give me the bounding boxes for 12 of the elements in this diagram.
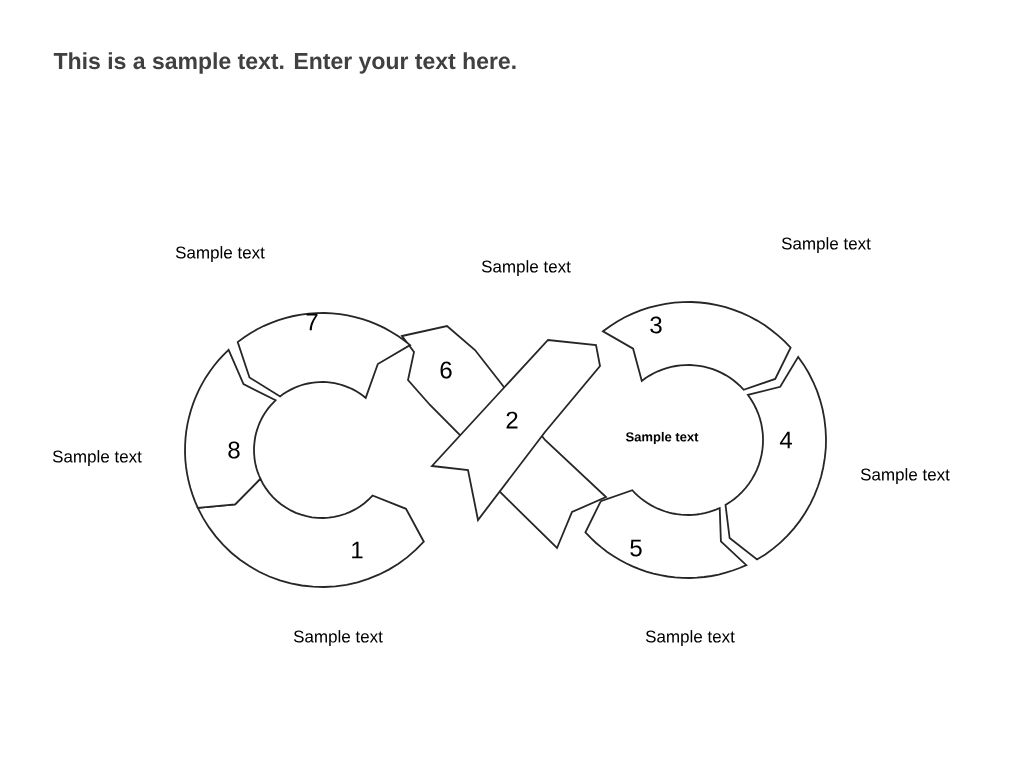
segment-label: Sample text bbox=[52, 450, 142, 466]
segment-label: Sample text bbox=[645, 630, 735, 646]
loop-segment: 5 bbox=[584, 489, 748, 579]
title: This is a sample text. Enter your text here. bbox=[53, 52, 516, 74]
segment-label: Sample text bbox=[781, 237, 871, 253]
segment-label: Sample text bbox=[860, 468, 950, 484]
segment-label: Sample text bbox=[175, 246, 265, 262]
segment-label: Sample text bbox=[481, 260, 571, 276]
loop-segment: 1 bbox=[196, 477, 425, 588]
segment-label: Sample text bbox=[293, 630, 383, 646]
loop-segment: 8 bbox=[184, 348, 278, 509]
center-label: Sample text bbox=[625, 431, 699, 445]
